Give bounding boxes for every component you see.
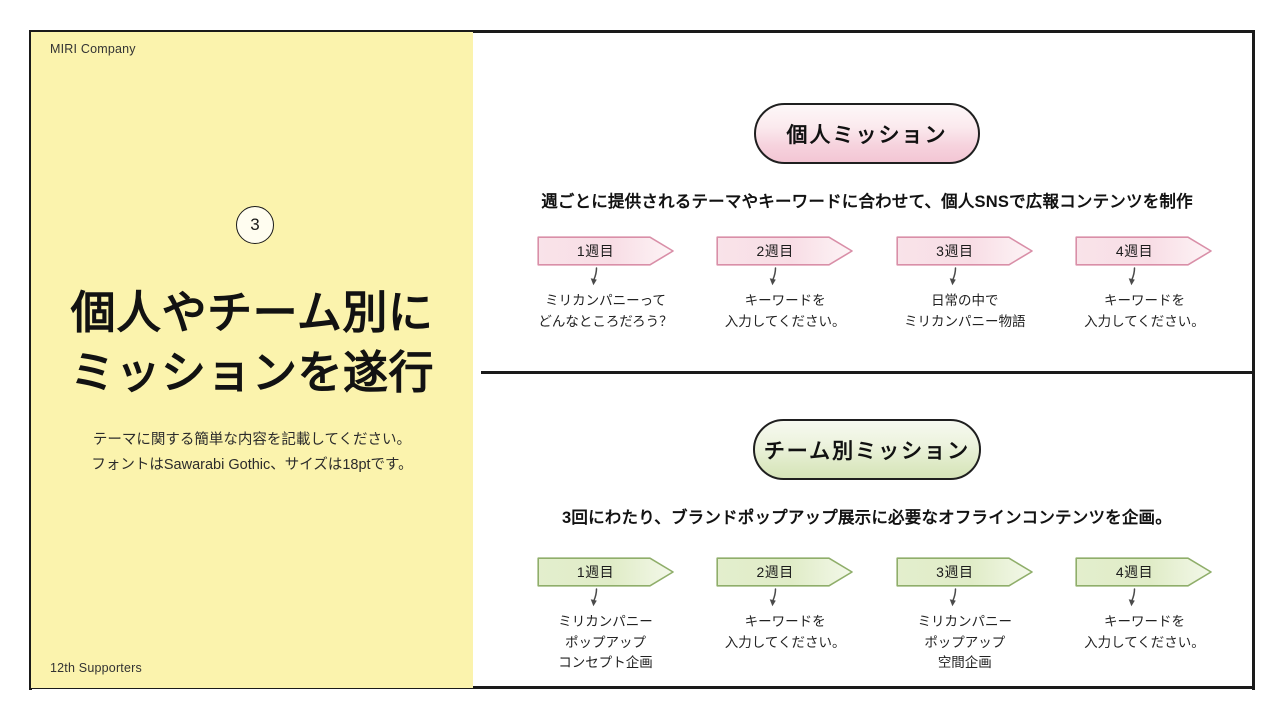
arrow-down-icon (768, 267, 784, 289)
arrow-down-icon (1127, 267, 1143, 289)
step-number-badge: 3 (236, 206, 274, 244)
week-description-line: キーワードを (1103, 293, 1185, 308)
right-content-area: 個人ミッション 週ごとに提供されるテーマやキーワードに合わせて、個人SNSで広報… (481, 32, 1253, 688)
section-heading-pill-personal: 個人ミッション (754, 103, 980, 164)
week-description-line: 空間企画 (937, 655, 992, 671)
week-item: 2週目 キーワードを 入力してください。 (705, 236, 866, 332)
frame-right-line (1252, 30, 1255, 690)
week-item: 3週目 日常の中で ミリカンパニー物語 (884, 236, 1045, 332)
week-description-line: 入力してください。 (724, 313, 846, 329)
section-divider (481, 371, 1253, 374)
frame-top-line (31, 30, 1255, 33)
chevron-banner-icon: 2週目 (716, 236, 854, 266)
week-description: ミリカンパニー ポップアップ コンセプト企画 (558, 612, 653, 674)
page-title-line-1: 個人やチーム別に (70, 287, 434, 338)
section-team-mission: チーム別ミッション 3回にわたり、ブランドポップアップ展示に必要なオフラインコン… (481, 373, 1253, 688)
week-description: 日常の中で ミリカンパニー物語 (904, 291, 1026, 332)
arrow-down-icon (589, 588, 605, 610)
section-description-team: 3回にわたり、ブランドポップアップ展示に必要なオフラインコンテンツを企画。 (562, 509, 1172, 527)
week-label: 3週目 (936, 564, 974, 580)
week-item: 4週目 キーワードを 入力してください。 (1064, 557, 1225, 674)
frame-bottom-line (31, 686, 1255, 689)
week-list-team: 1週目 ミリカンパニー ポップアップ コンセプト企画 (525, 557, 1225, 674)
week-description-line: 入力してください。 (1084, 313, 1205, 329)
week-item: 3週目 ミリカンパニー ポップアップ 空間企画 (884, 557, 1045, 674)
arrow-down-icon (948, 588, 964, 610)
week-description-line: ミリカンパニーって (545, 293, 666, 308)
week-description: ミリカンパニー ポップアップ 空間企画 (918, 612, 1013, 674)
week-item: 1週目 ミリカンパニーって どんなところだろう？ (525, 236, 686, 332)
week-description-line: ミリカンパニー物語 (904, 313, 1026, 329)
left-title-panel (31, 32, 473, 688)
section-personal-mission: 個人ミッション 週ごとに提供されるテーマやキーワードに合わせて、個人SNSで広報… (481, 32, 1253, 371)
footer-label: 12th Supporters (50, 661, 142, 675)
week-label: 4週目 (1115, 243, 1154, 259)
week-description-line: キーワードを (744, 614, 826, 629)
chevron-banner-icon: 1週目 (536, 236, 675, 266)
frame-left-line (29, 30, 32, 690)
week-label: 4週目 (1115, 564, 1154, 580)
week-label: 2週目 (756, 243, 794, 259)
section-heading-label: チーム別ミッション (763, 439, 971, 463)
chevron-banner-icon: 1週目 (536, 557, 675, 587)
brand-label: MIRI Company (50, 42, 136, 56)
week-description-line: 日常の中で (931, 293, 999, 308)
chevron-banner-icon: 4週目 (1075, 557, 1213, 587)
chevron-banner-icon: 3週目 (896, 236, 1034, 266)
week-label: 3週目 (936, 243, 974, 259)
week-description-line: 入力してください。 (724, 634, 846, 650)
page-title: 個人やチーム別に ミッションを遂行 (31, 283, 473, 403)
week-description: キーワードを 入力してください。 (725, 612, 846, 653)
section-description-personal: 週ごとに提供されるテーマやキーワードに合わせて、個人SNSで広報コンテンツを制作 (541, 193, 1193, 211)
week-label: 1週目 (576, 243, 615, 259)
week-description-line: ポップアップ (565, 634, 646, 650)
week-item: 2週目 キーワードを 入力してください。 (705, 557, 866, 674)
arrow-down-icon (1127, 588, 1143, 610)
week-description-line: どんなところだろう？ (538, 313, 673, 329)
week-item: 1週目 ミリカンパニー ポップアップ コンセプト企画 (525, 557, 686, 674)
week-description: ミリカンパニーって どんなところだろう？ (538, 291, 672, 332)
week-description-line: ミリカンパニー (917, 614, 1013, 629)
week-description-line: ポップアップ (924, 634, 1006, 650)
week-description-line: ミリカンパニー (558, 614, 653, 629)
section-heading-pill-team: チーム別ミッション (753, 419, 981, 480)
week-label: 2週目 (756, 564, 794, 580)
page-subtitle: テーマに関する簡単な内容を記載してください。 フォントはSawarabi Got… (31, 428, 473, 478)
page-subtitle-line-2: フォントはSawarabi Gothic、サイズは18ptです。 (91, 456, 413, 473)
week-description: キーワードを 入力してください。 (1084, 291, 1205, 332)
chevron-banner-icon: 2週目 (716, 557, 854, 587)
section-heading-label: 個人ミッション (786, 123, 948, 147)
week-description-line: キーワードを (1103, 614, 1185, 629)
week-list-personal: 1週目 ミリカンパニーって どんなところだろう？ (525, 236, 1225, 332)
arrow-down-icon (589, 267, 605, 289)
step-number-text: 3 (250, 215, 260, 234)
page-title-line-2: ミッションを遂行 (69, 346, 434, 398)
chevron-banner-icon: 3週目 (896, 557, 1034, 587)
arrow-down-icon (768, 588, 784, 610)
week-item: 4週目 キーワードを 入力してください。 (1064, 236, 1225, 332)
arrow-down-icon (948, 267, 964, 289)
week-description-line: 入力してください。 (1084, 634, 1205, 650)
week-description-line: コンセプト企画 (558, 655, 653, 671)
page-subtitle-line-1: テーマに関する簡単な内容を記載してください。 (92, 432, 412, 448)
week-description: キーワードを 入力してください。 (1084, 612, 1205, 653)
week-label: 1週目 (576, 564, 615, 580)
week-description: キーワードを 入力してください。 (725, 291, 846, 332)
chevron-banner-icon: 4週目 (1075, 236, 1213, 266)
week-description-line: キーワードを (744, 293, 826, 308)
